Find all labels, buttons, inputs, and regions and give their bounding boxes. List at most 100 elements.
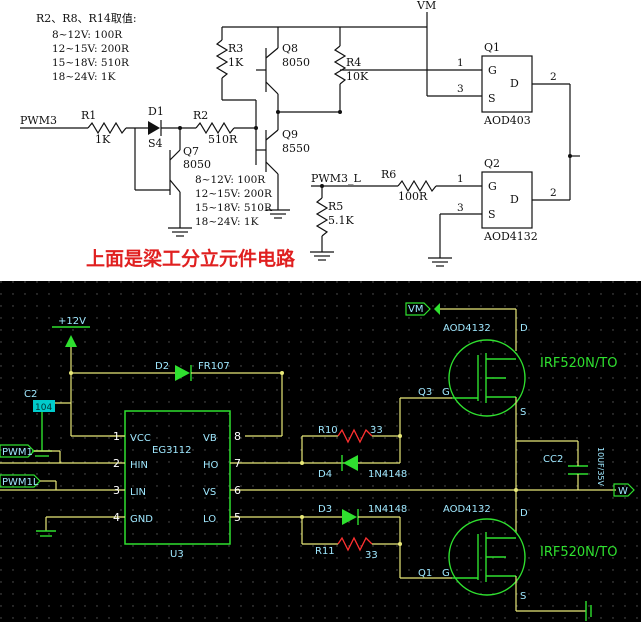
q1-val: AOD403	[483, 114, 531, 127]
r4-val: 10K	[346, 70, 369, 83]
note-line: 12~15V: 200R	[52, 43, 130, 55]
q2-pin1: 1	[457, 173, 464, 185]
diode-d2	[175, 365, 190, 381]
q2-ref: Q2	[484, 157, 500, 170]
d2-val: FR107	[198, 361, 230, 372]
q1b-s: S	[520, 591, 526, 602]
r2-ref: R2	[193, 109, 208, 122]
pwm1l-port	[0, 474, 41, 488]
q1b-model: AOD4132	[443, 504, 491, 515]
pin-name: HIN	[130, 460, 148, 471]
q2-s: S	[488, 208, 496, 221]
q3-part: IRF520N/TO	[540, 356, 617, 371]
pin-num: 3	[113, 484, 120, 497]
note-title: R2、R8、R14取值:	[36, 12, 137, 25]
resistor-r10	[337, 428, 373, 444]
note-line: 15~18V: 510R	[52, 57, 130, 69]
q9-ref: Q9	[282, 128, 298, 141]
diode-d4	[343, 455, 358, 471]
r3-ref: R3	[228, 42, 243, 55]
note2-line: 8~12V: 100R	[195, 174, 266, 186]
pin-num: 8	[234, 430, 241, 443]
d2-ref: D2	[155, 361, 169, 372]
r4-ref: R4	[346, 56, 361, 69]
d3-val: 1N4148	[368, 504, 407, 515]
resistor-r3	[215, 39, 229, 79]
pin-name: LO	[203, 514, 216, 525]
q2-val: AOD4132	[483, 230, 538, 243]
diode-d3	[342, 509, 357, 525]
discrete-schematic: R2、R8、R14取值: 8~12V: 100R 12~15V: 200R 15…	[20, 0, 580, 270]
q8-ref: Q8	[282, 42, 298, 55]
pin-num: 1	[113, 430, 120, 443]
vm-label: VM	[416, 0, 436, 12]
q2-pin3: 3	[457, 202, 464, 214]
power-arrow-icon	[434, 303, 440, 315]
d3-ref: D3	[318, 504, 332, 515]
eg3112-schematic-panel: +12V C2 104 D2 FR107 EG3112 U3 1 VCC 2 H…	[0, 281, 641, 622]
q1-pin3: 3	[457, 83, 464, 95]
r5-ref: R5	[328, 200, 343, 213]
pin-name: VB	[203, 433, 217, 444]
pwm3l-label: PWM3_L	[311, 172, 361, 185]
r11-val: 33	[365, 550, 378, 561]
pin-num: 6	[234, 484, 241, 497]
c2-ref: C2	[24, 389, 37, 400]
ic-u3	[124, 410, 231, 545]
vm-port	[405, 302, 431, 316]
pin-num: 7	[234, 457, 241, 470]
grid-background	[0, 281, 641, 622]
pwm1-label: PWM1	[2, 447, 33, 458]
r3-val: 1K	[228, 56, 244, 69]
resistor-r5	[315, 197, 329, 237]
pin-name: LIN	[130, 487, 146, 498]
resistor-r11	[337, 536, 373, 552]
q2-pin2: 2	[550, 187, 557, 199]
pwm3-label: PWM3	[20, 114, 57, 127]
resistor-r6	[397, 179, 437, 193]
u3-ref: U3	[170, 549, 184, 560]
r10-ref: R10	[318, 425, 338, 436]
diode-d1	[148, 121, 160, 135]
pin-name: GND	[130, 514, 153, 525]
resistor-r4	[333, 45, 347, 85]
pin-name: VS	[203, 487, 216, 498]
w-label: W	[618, 486, 628, 497]
r6-ref: R6	[381, 168, 396, 181]
q3-s: S	[520, 407, 526, 418]
w-port	[613, 483, 635, 497]
cc2-ref: CC2	[543, 454, 563, 465]
q8-val: 8050	[282, 56, 310, 69]
resistor-r2	[195, 121, 235, 135]
q2-d: D	[510, 193, 519, 206]
r2-val: 510R	[208, 133, 238, 146]
r5-val: 5.1K	[328, 214, 354, 227]
panel-caption: 上面是梁工分立元件电路	[86, 247, 296, 270]
note2-line: 12~15V: 200R	[195, 188, 273, 200]
q7-ref: Q7	[183, 145, 199, 158]
note2-line: 15~18V: 510R	[195, 202, 273, 214]
resistor-r1	[87, 121, 127, 135]
r11-ref: R11	[315, 546, 335, 557]
pwm1-port	[0, 444, 35, 458]
u3-chip: EG3112	[152, 445, 192, 456]
note-line: 18~24V: 1K	[52, 71, 116, 83]
q1b-ref: Q1	[418, 568, 432, 579]
pin-name: HO	[203, 460, 219, 471]
mosfet-q3	[448, 339, 526, 417]
q3-d: D	[520, 323, 528, 334]
q1-g: G	[488, 64, 497, 77]
vm-label: VM	[408, 304, 423, 315]
pwm1l-label: PWM1L	[2, 477, 39, 488]
pin-num: 5	[234, 511, 241, 524]
q9-val: 8550	[282, 142, 310, 155]
cc2-val: 10UF/35V	[596, 447, 605, 487]
d4-val: 1N4148	[368, 469, 407, 480]
r6-val: 100R	[398, 190, 428, 203]
pin-num: 2	[113, 457, 120, 470]
eg3112-schematic: +12V C2 104 D2 FR107 EG3112 U3 1 VCC 2 H…	[0, 281, 641, 622]
power-arrow-icon	[65, 335, 77, 347]
discrete-schematic-panel: R2、R8、R14取值: 8~12V: 100R 12~15V: 200R 15…	[0, 0, 641, 281]
d4-ref: D4	[318, 469, 332, 480]
q3-ref: Q3	[418, 387, 432, 398]
